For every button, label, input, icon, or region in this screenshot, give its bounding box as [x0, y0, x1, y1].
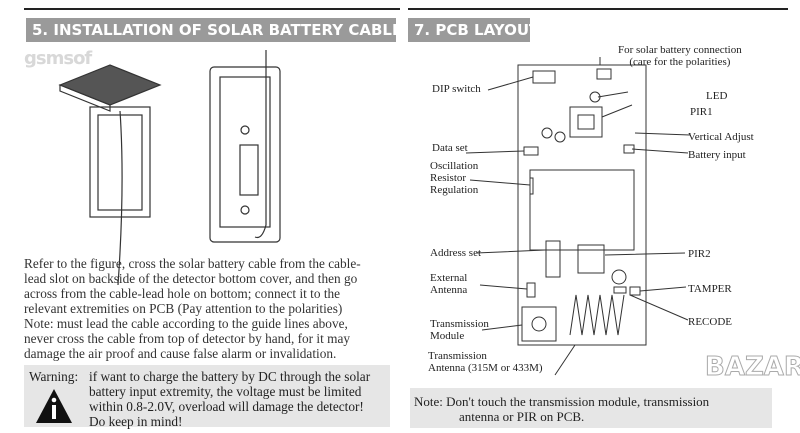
text-line: For solar battery connection	[618, 44, 742, 56]
text-line: Regulation	[430, 184, 479, 196]
text-line: relevant extremities on PCB (Pay attenti…	[24, 301, 343, 316]
note-line-2: antenna or PIR on PCB.	[459, 409, 585, 424]
text-line: across from the cable-lead hole on botto…	[24, 286, 341, 301]
text-line: Transmission	[428, 350, 487, 362]
label-solar: For solar battery connection (care for t…	[618, 44, 742, 68]
installation-figure	[58, 50, 281, 286]
label-recode: RECODE	[688, 316, 732, 328]
text-line: Do keep in mind!	[89, 414, 183, 429]
bazar-watermark: BAZAR	[705, 352, 800, 383]
label-pir1: PIR1	[690, 106, 713, 118]
text-line: battery input extremity, the voltage mus…	[89, 384, 362, 399]
label-tamper: TAMPER	[688, 283, 732, 295]
label-transmission-antenna: Transmission Antenna (315M or 433M)	[428, 350, 543, 374]
text-line: Resistor	[430, 172, 467, 184]
text-line: Module	[430, 330, 465, 342]
text-line: Note: must lead the cable according to t…	[24, 316, 348, 331]
note-line-1: Note: Don't touch the transmission modul…	[414, 394, 710, 409]
text-line: Refer to the figure, cross the solar bat…	[24, 256, 361, 271]
text-line: Antenna	[430, 284, 468, 296]
text-line: lead slot on backside of the detector bo…	[24, 271, 358, 286]
label-address-set: Address set	[430, 247, 482, 259]
pcb-diagram	[465, 57, 691, 376]
text-line: never cross the cable from top of detect…	[24, 331, 351, 346]
right-rule	[408, 8, 788, 10]
label-external-antenna: External Antenna	[430, 272, 467, 296]
section-title-right: 7. PCB LAYOUT	[408, 18, 539, 42]
label-vertical-adjust: Vertical Adjust	[688, 131, 754, 143]
section-title-left: 5. INSTALLATION OF SOLAR BATTERY CABLE	[26, 18, 402, 42]
warning-icon	[36, 389, 72, 423]
warning-label: Warning:	[29, 369, 79, 384]
label-transmission-module: Transmission Module	[430, 318, 489, 342]
text-line: External	[430, 272, 468, 284]
pcb-note-box: Note: Don't touch the transmission modul…	[410, 388, 772, 428]
label-led: LED	[706, 90, 728, 102]
text-line: (care for the polarities)	[629, 56, 731, 68]
warning-text: if want to charge the battery by DC thro…	[89, 369, 389, 429]
label-pir2: PIR2	[688, 248, 711, 260]
label-data-set: Data set	[432, 142, 468, 154]
text-line: Oscillation	[430, 160, 479, 172]
left-rule	[24, 8, 400, 10]
instruction-paragraph: Refer to the figure, cross the solar bat…	[24, 256, 394, 361]
text-line: within 0.8-2.0V, overload will damage th…	[89, 399, 364, 414]
text-line: Transmission	[430, 318, 489, 330]
watermark: gsmsof	[24, 48, 92, 69]
label-oscillation: Oscillation Resistor Regulation	[430, 160, 478, 196]
text-line: Antenna (315M or 433M)	[428, 362, 543, 374]
warning-box: Warning: if want to charge the battery b…	[24, 365, 390, 429]
text-line: damage the air proof and cause false ala…	[24, 346, 337, 361]
text-line: if want to charge the battery by DC thro…	[89, 369, 371, 384]
label-dip-switch: DIP switch	[432, 83, 481, 95]
label-battery-input: Battery input	[688, 149, 746, 161]
